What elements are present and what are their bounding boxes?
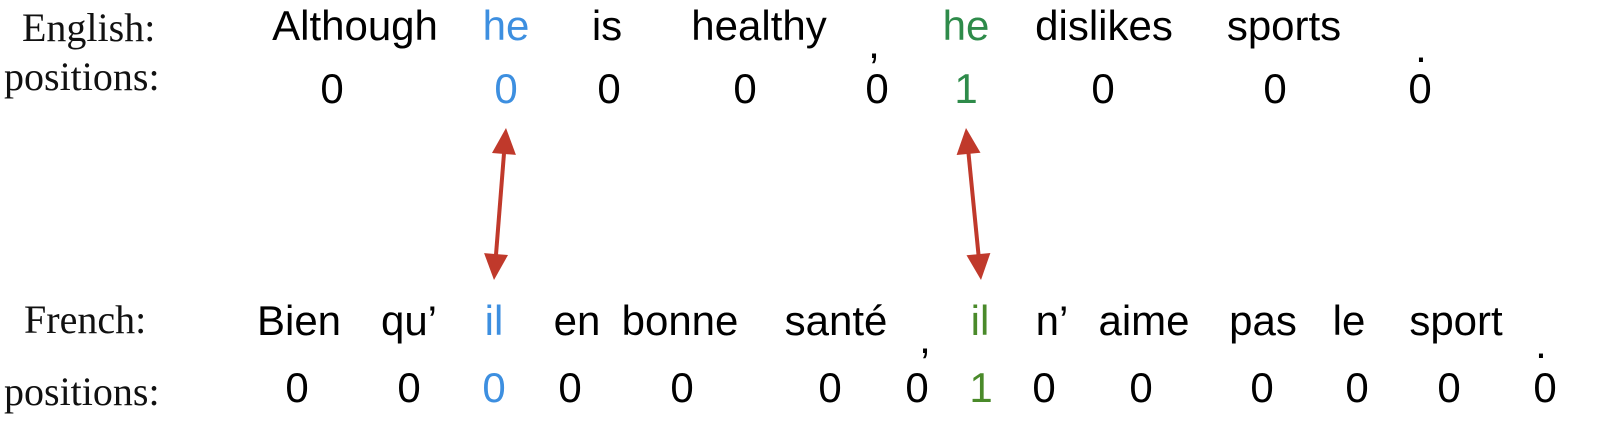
- alignment-arrow-0: [484, 128, 516, 280]
- position-6: 0: [1091, 65, 1115, 112]
- english-positions-label: positions:: [4, 54, 160, 99]
- position-7: 1: [969, 364, 993, 411]
- token-7: il: [970, 297, 990, 344]
- token-8: n’: [1035, 297, 1069, 344]
- token-4: bonne: [621, 297, 739, 344]
- token-13: .: [1535, 320, 1547, 367]
- arrowhead-top: [956, 128, 981, 156]
- token-7: sports: [1226, 2, 1342, 49]
- position-2: 0: [597, 65, 621, 112]
- position-9: 0: [1129, 364, 1153, 411]
- position-8: 0: [1408, 65, 1432, 112]
- token-10: pas: [1229, 297, 1297, 344]
- token-4: ,: [868, 20, 880, 67]
- token-5: he: [942, 2, 990, 49]
- position-8: 0: [1032, 364, 1056, 411]
- position-4: 0: [670, 364, 694, 411]
- token-0: Bien: [256, 297, 342, 344]
- arrow-shaft: [966, 148, 981, 260]
- position-1: 0: [494, 65, 518, 112]
- position-12: 0: [1437, 364, 1461, 411]
- position-13: 0: [1533, 364, 1557, 411]
- token-6: dislikes: [1035, 2, 1173, 49]
- position-1: 0: [397, 364, 421, 411]
- position-5: 0: [818, 364, 842, 411]
- position-5: 1: [954, 65, 978, 112]
- token-5: santé: [784, 297, 888, 344]
- alignment-arrow-1: [956, 128, 991, 280]
- token-3: en: [553, 297, 601, 344]
- token-6: ,: [919, 315, 931, 362]
- arrow-shaft: [493, 148, 507, 260]
- position-3: 0: [558, 364, 582, 411]
- token-1: he: [482, 2, 530, 49]
- position-2: 0: [482, 364, 506, 411]
- arrowhead-bottom: [966, 252, 991, 280]
- french-label: French:: [24, 297, 147, 342]
- token-2: il: [484, 297, 504, 344]
- token-9: aime: [1098, 297, 1190, 344]
- position-11: 0: [1345, 364, 1369, 411]
- position-0: 0: [320, 65, 344, 112]
- token-12: sport: [1409, 297, 1503, 344]
- position-4: 0: [865, 65, 889, 112]
- arrowhead-top: [491, 128, 516, 155]
- position-0: 0: [285, 364, 309, 411]
- position-3: 0: [733, 65, 757, 112]
- position-10: 0: [1250, 364, 1274, 411]
- english-label: English:: [22, 5, 156, 50]
- position-7: 0: [1263, 65, 1287, 112]
- french-positions-label: positions:: [4, 369, 160, 414]
- token-0: Although: [272, 2, 438, 49]
- token-3: healthy: [691, 2, 827, 49]
- token-2: is: [591, 2, 623, 49]
- token-1: qu’: [380, 297, 438, 344]
- arrowhead-bottom: [484, 253, 509, 280]
- token-11: le: [1332, 297, 1366, 344]
- position-6: 0: [905, 364, 929, 411]
- token-8: .: [1415, 24, 1427, 71]
